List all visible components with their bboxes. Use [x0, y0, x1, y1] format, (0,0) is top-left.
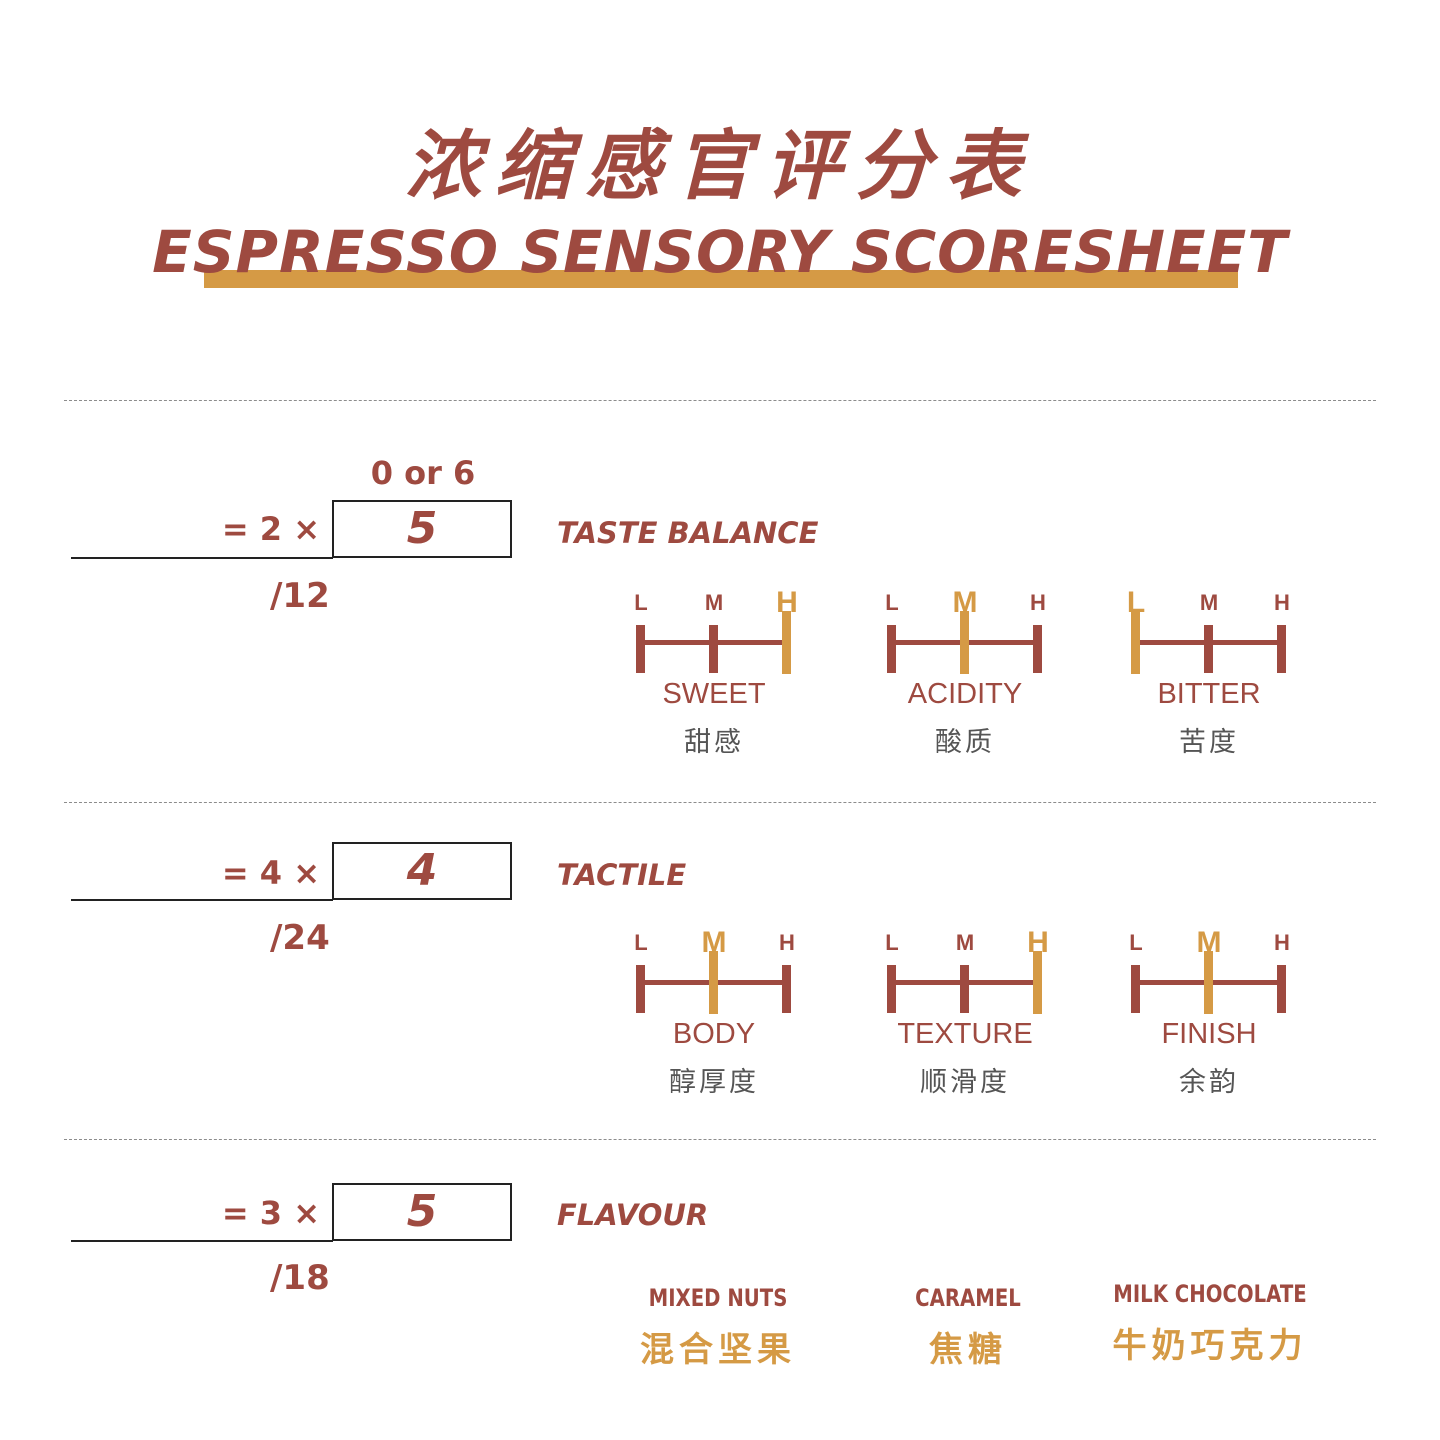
- scale-label-cn: 苦度: [1179, 727, 1239, 758]
- multiplier-tactile: = 4 ×: [221, 854, 320, 892]
- scale-tick[interactable]: [1033, 625, 1042, 673]
- section-divider: [64, 1139, 1376, 1140]
- flavour-note-en: MILK CHOCOLATE: [1113, 1280, 1307, 1308]
- scale-label-en: SWEET: [662, 678, 766, 710]
- scale-tick[interactable]: [960, 965, 969, 1013]
- scale-level-label: M: [704, 590, 724, 615]
- scale-level-label: L: [885, 930, 899, 955]
- flavour-note-cn: 牛奶巧克力: [1112, 1326, 1308, 1366]
- scale-tick[interactable]: [1277, 965, 1286, 1013]
- score-total-line[interactable]: [71, 557, 333, 559]
- section-title-taste-balance: TASTE BALANCE: [557, 516, 819, 550]
- score-hint: 0 or 6: [370, 454, 476, 492]
- scale-label-cn: 醇厚度: [669, 1067, 759, 1098]
- scale-level-label: L: [1126, 586, 1146, 619]
- score-box-flavour[interactable]: 5: [332, 1183, 512, 1241]
- section-divider: [64, 802, 1376, 803]
- flavour-note-en: MIXED NUTS: [648, 1284, 788, 1312]
- scale-label-en: BITTER: [1157, 678, 1261, 710]
- flavour-note-en: CARAMEL: [915, 1284, 1021, 1312]
- flavour-note[interactable]: MILK CHOCOLATE 牛奶巧克力: [1080, 1280, 1340, 1367]
- scale-level-label: L: [885, 590, 899, 615]
- scale-selected-marker[interactable]: [709, 951, 718, 1014]
- scale-selected-marker[interactable]: [1131, 611, 1140, 674]
- scale-selected-marker[interactable]: [960, 611, 969, 674]
- scale-level-label: L: [634, 590, 648, 615]
- scale-label-en: FINISH: [1161, 1018, 1257, 1050]
- scale-bitter[interactable]: L M H BITTER 苦度: [1127, 588, 1290, 788]
- score-box-taste-balance[interactable]: 5: [332, 500, 512, 558]
- scale-level-label: M: [955, 930, 975, 955]
- scale-level-label: L: [634, 930, 648, 955]
- multiplier-taste-balance: = 2 ×: [221, 510, 320, 548]
- section-divider: [64, 400, 1376, 401]
- section-title-tactile: TACTILE: [557, 858, 687, 892]
- scale-texture[interactable]: L M H TEXTURE 顺滑度: [885, 928, 1049, 1128]
- max-score-taste-balance: /12: [270, 576, 330, 616]
- scale-sweet[interactable]: L M H SWEET 甜感: [634, 588, 798, 788]
- scale-level-label: H: [1030, 590, 1046, 615]
- flavour-note-cn: 混合坚果: [640, 1330, 796, 1370]
- scale-label-cn: 顺滑度: [920, 1067, 1010, 1098]
- flavour-note[interactable]: CARAMEL 焦糖: [838, 1284, 1098, 1371]
- scale-tick[interactable]: [887, 625, 896, 673]
- scale-label-en: TEXTURE: [897, 1018, 1033, 1050]
- score-total-line[interactable]: [71, 899, 333, 901]
- title-english: ESPRESSO SENSORY SCORESHEET: [152, 218, 1288, 286]
- score-total-line[interactable]: [71, 1240, 333, 1242]
- scale-tick[interactable]: [782, 965, 791, 1013]
- flavour-note[interactable]: MIXED NUTS 混合坚果: [588, 1284, 848, 1371]
- scale-level-label: H: [779, 930, 795, 955]
- scale-level-label: H: [1274, 930, 1290, 955]
- max-score-flavour: /18: [270, 1258, 330, 1298]
- scale-label-en: ACIDITY: [907, 678, 1023, 710]
- scale-selected-marker[interactable]: [1204, 951, 1213, 1014]
- scale-level-label: L: [1129, 930, 1143, 955]
- scale-tick[interactable]: [1131, 965, 1140, 1013]
- title-underline-bar: [204, 270, 1238, 288]
- scale-tick[interactable]: [1277, 625, 1286, 673]
- scale-label-cn: 余韵: [1179, 1067, 1239, 1098]
- scale-label-cn: 甜感: [684, 727, 744, 758]
- score-box-tactile[interactable]: 4: [332, 842, 512, 900]
- scale-tick[interactable]: [636, 625, 645, 673]
- scale-selected-marker[interactable]: [782, 611, 791, 674]
- scale-label-en: BODY: [672, 1018, 756, 1050]
- scale-tick[interactable]: [887, 965, 896, 1013]
- scale-label-cn: 酸质: [935, 727, 995, 758]
- scale-level-label: H: [776, 586, 798, 619]
- scale-tick[interactable]: [709, 625, 718, 673]
- title-chinese: 浓缩感官评分表: [405, 121, 1035, 210]
- max-score-tactile: /24: [270, 918, 330, 958]
- scale-level-label: H: [1274, 590, 1290, 615]
- scale-tick[interactable]: [1204, 625, 1213, 673]
- scale-level-label: M: [1199, 590, 1219, 615]
- section-title-flavour: FLAVOUR: [557, 1198, 709, 1232]
- multiplier-flavour: = 3 ×: [221, 1194, 320, 1232]
- scale-tick[interactable]: [636, 965, 645, 1013]
- scale-selected-marker[interactable]: [1033, 951, 1042, 1014]
- flavour-note-cn: 焦糖: [929, 1330, 1007, 1370]
- scale-level-label: H: [1027, 926, 1049, 959]
